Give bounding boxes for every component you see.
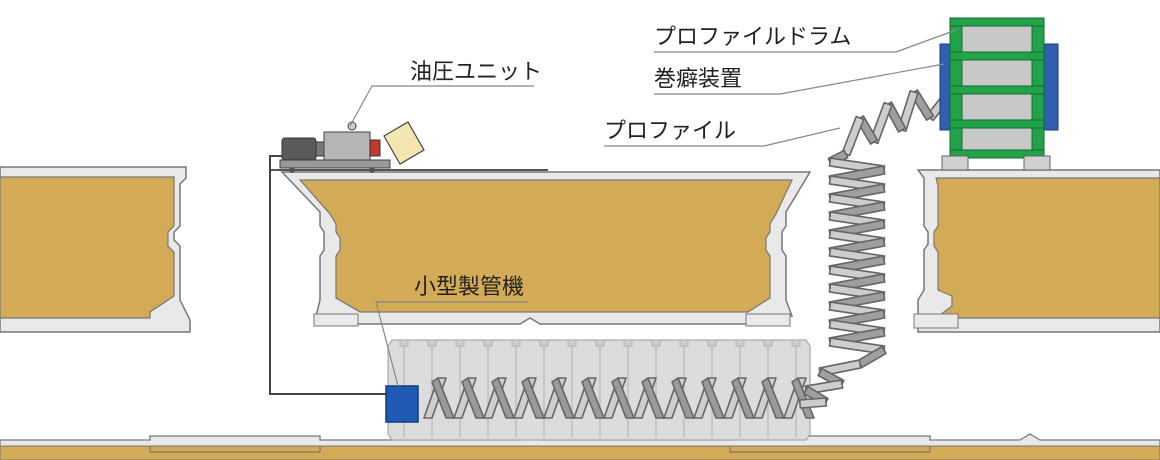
leader-profile-drum xyxy=(654,29,957,53)
profile-spiral-horizontal xyxy=(423,377,815,419)
machine-rib-cap xyxy=(427,339,437,347)
right-manhole xyxy=(913,169,1160,333)
profile-spiral-vertical xyxy=(798,89,948,409)
drum-support-left xyxy=(941,155,969,171)
machine-body xyxy=(387,339,811,441)
winding-device-right xyxy=(1043,43,1059,131)
machine-rib-cap xyxy=(763,339,773,347)
hydraulic-panel xyxy=(383,121,425,165)
machine-rib-cap xyxy=(791,339,801,347)
left-sewer-fill xyxy=(0,176,175,319)
hydraulic-tank xyxy=(323,131,371,161)
center-left-footing xyxy=(313,313,359,327)
hydraulic-unit xyxy=(279,121,425,173)
machine-rib-cap xyxy=(623,339,633,347)
left-sewer-section xyxy=(0,166,191,333)
profile-strip-segment xyxy=(671,377,695,419)
drum-crossbar xyxy=(949,85,1045,95)
profile-strip-segment xyxy=(701,377,725,419)
drum-support-right xyxy=(1023,155,1051,171)
drum-crossbar xyxy=(949,17,1045,27)
center-sewer-fill xyxy=(298,179,793,313)
hydraulic-wheel xyxy=(289,167,295,173)
machine-rib-cap xyxy=(679,339,689,347)
profile-strip-segment xyxy=(461,377,485,419)
bottom-joint-marks xyxy=(149,446,931,453)
drum-crossbar xyxy=(949,119,1045,129)
bottom-sewer-fill xyxy=(0,445,1160,460)
profile-strip-segment xyxy=(798,397,828,409)
profile-strip-segment xyxy=(551,377,575,419)
machine-rib-cap xyxy=(735,339,745,347)
bottom-sewer-pipe xyxy=(0,433,1160,460)
label-pipe-machine: 小型製管機 xyxy=(414,275,524,300)
drum-crossbars xyxy=(949,17,1045,159)
right-sewer-fill xyxy=(933,177,1160,319)
label-winding-device: 巻癖装置 xyxy=(654,67,742,92)
profile-strip-segment xyxy=(581,377,605,419)
profile-strip-segment xyxy=(761,377,785,419)
profile-strip-segment xyxy=(521,377,545,419)
hydraulic-wheel xyxy=(369,167,375,173)
machine-rib-cap xyxy=(399,339,409,347)
label-hydraulic-unit: 油圧ユニット xyxy=(410,60,542,85)
leader-pipe-machine xyxy=(375,301,528,387)
hydraulic-motor xyxy=(281,137,317,161)
leader-hydraulic-unit xyxy=(349,85,534,127)
machine-rib-cap xyxy=(483,339,493,347)
center-manhole xyxy=(270,169,812,327)
profile-strip-segment xyxy=(641,377,665,419)
drum-crossbar xyxy=(949,149,1045,159)
profile-strip-segment xyxy=(431,377,455,419)
profile-strip-segment xyxy=(841,115,865,157)
machine-rib-cap xyxy=(567,339,577,347)
profile-strip-segment xyxy=(611,377,635,419)
drum-crossbar xyxy=(949,51,1045,61)
machine-rib-cap xyxy=(539,339,549,347)
pipe-making-machine xyxy=(385,339,811,441)
profile-drum-assembly xyxy=(939,17,1059,171)
machine-rib-cap xyxy=(707,339,717,347)
machine-blue-box xyxy=(385,385,419,423)
center-right-footing xyxy=(745,313,791,327)
machine-rib-cap xyxy=(455,339,465,347)
hydraulic-hose xyxy=(269,155,386,395)
hydraulic-coupling xyxy=(315,141,325,157)
right-footing-block xyxy=(913,313,959,329)
machine-rib-cap xyxy=(595,339,605,347)
leader-winding-device xyxy=(654,63,945,95)
machine-rib-cap xyxy=(511,339,521,347)
leader-profile xyxy=(604,127,841,147)
label-profile-drum: プロファイルドラム xyxy=(654,25,851,50)
profile-strip-segment xyxy=(491,377,515,419)
machine-rib-cap xyxy=(651,339,661,347)
hydraulic-valve xyxy=(369,139,381,157)
label-profile: プロファイル xyxy=(604,119,736,144)
hydraulic-base xyxy=(279,159,391,169)
profile-strip-segment xyxy=(731,377,755,419)
